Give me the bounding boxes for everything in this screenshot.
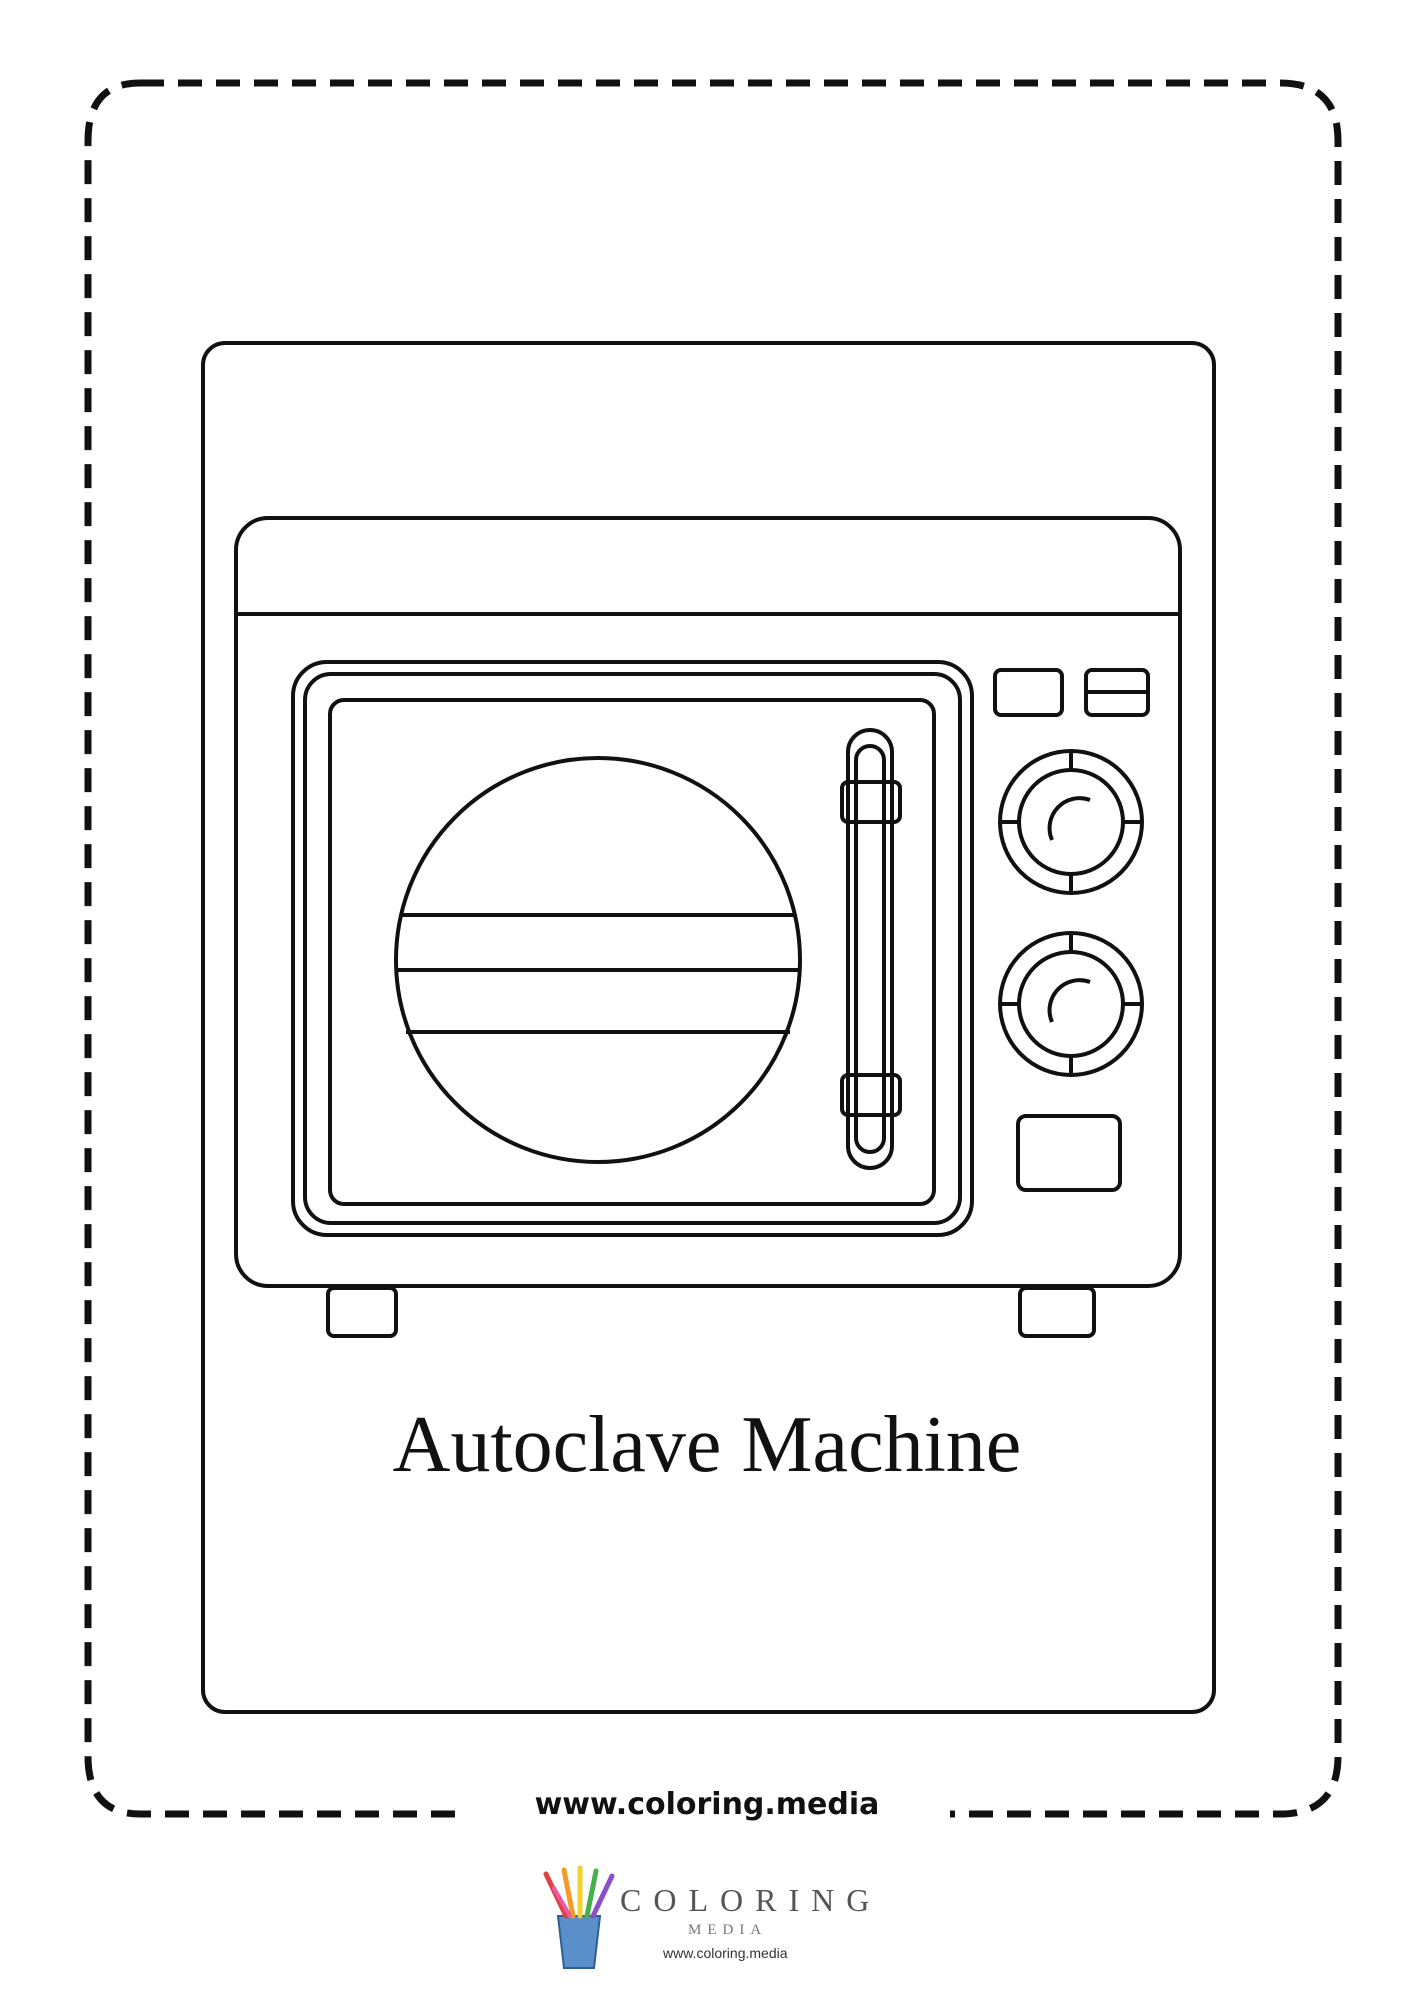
machine-foot [1018, 1286, 1096, 1338]
control-button [993, 668, 1064, 717]
logo-url: www.coloring.media [663, 1945, 788, 1961]
door-handle-inner [854, 744, 886, 1154]
pencil-cup-icon [543, 1865, 615, 1969]
handle-bracket [840, 1073, 902, 1117]
coloring-media-logo: COLORING MEDIA www.coloring.media [540, 1868, 880, 1968]
display-panel [1016, 1114, 1122, 1192]
control-knob-lower [998, 931, 1144, 1077]
drawing-caption: Autoclave Machine [392, 1401, 1022, 1489]
door-handle-outer [846, 728, 894, 1170]
handle-bracket [840, 780, 902, 824]
chamber-circle [394, 756, 802, 1164]
door-outer-frame [291, 660, 974, 1237]
door-middle-frame [303, 672, 962, 1225]
website-url[interactable]: www.coloring.media [500, 1790, 914, 1820]
control-knob-upper [998, 749, 1144, 895]
machine-body [234, 516, 1182, 1288]
door-window [328, 698, 936, 1206]
logo-subtitle: MEDIA [688, 1922, 768, 1938]
machine-foot [326, 1286, 398, 1338]
picture-frame [201, 341, 1216, 1714]
logo-wordmark: COLORING [620, 1882, 882, 1918]
autoclave-machine-drawing [234, 516, 1182, 1338]
